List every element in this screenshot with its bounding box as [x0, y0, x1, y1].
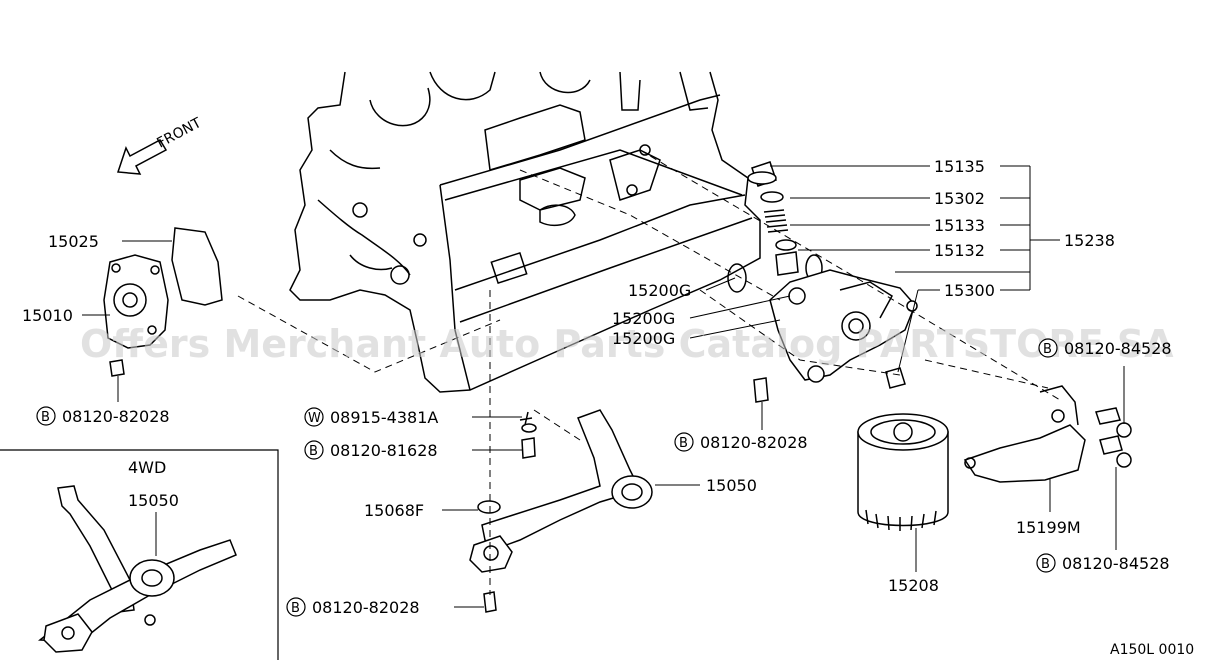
bolt-badge-icon: B	[286, 597, 306, 617]
inset-part-15050: 15050	[128, 491, 179, 510]
oil-filter-bracket	[747, 161, 918, 389]
label-15302: 15302	[934, 189, 985, 208]
svg-text:B: B	[679, 436, 688, 451]
label-15050: 15050	[706, 476, 757, 495]
label-08120-84528-top: 08120-84528	[1064, 339, 1172, 358]
reference-lines	[237, 149, 1061, 595]
front-arrow-icon: FRONT	[116, 115, 204, 175]
leader-lines	[82, 165, 1125, 608]
label-15200g-a: 15200G	[628, 281, 691, 300]
watermark: Offers Merchant Auto Parts Catalog PARTS…	[80, 322, 1174, 366]
bolt-badge-icon: B	[674, 432, 694, 452]
label-15200g-c: 15200G	[612, 329, 675, 348]
inset-title: 4WD	[128, 458, 166, 477]
label-08120-84528-bottom: 08120-84528	[1062, 554, 1170, 573]
svg-text:B: B	[1041, 557, 1050, 572]
bolt-badge-icon: B	[36, 406, 56, 426]
label-15208: 15208	[888, 576, 939, 595]
label-08120-82028-left: 08120-82028	[62, 407, 170, 426]
part-labels: 15135 15302 15133 15132 15238 15300 1520…	[22, 157, 1194, 658]
oil-filter	[857, 413, 949, 531]
bolt-badge-icon: B	[304, 440, 324, 460]
washer-badge-icon: W	[304, 407, 324, 427]
baffle-plate	[963, 385, 1132, 483]
label-15010: 15010	[22, 306, 73, 325]
engine-block	[289, 71, 823, 393]
label-15132: 15132	[934, 241, 985, 260]
svg-text:B: B	[41, 410, 50, 425]
label-15199m: 15199M	[1016, 518, 1081, 537]
oil-pump	[103, 227, 223, 377]
label-08120-81628: 08120-81628	[330, 441, 438, 460]
front-label: FRONT	[154, 115, 204, 152]
svg-text:B: B	[309, 444, 318, 459]
label-15133: 15133	[934, 216, 985, 235]
bolt-badge-icon: B	[1038, 338, 1058, 358]
label-15025: 15025	[48, 232, 99, 251]
badges: B W B B B B B	[36, 338, 1058, 617]
label-15068f: 15068F	[364, 501, 424, 520]
oil-strainer	[469, 377, 769, 613]
inset-4wd: 4WD 15050	[0, 449, 279, 660]
label-08915-4381a: 08915-4381A	[330, 408, 438, 427]
label-08120-82028-bottom: 08120-82028	[312, 598, 420, 617]
label-15300: 15300	[944, 281, 995, 300]
svg-text:B: B	[1043, 342, 1052, 357]
label-15135: 15135	[934, 157, 985, 176]
svg-text:W: W	[308, 411, 321, 426]
svg-text:B: B	[291, 601, 300, 616]
label-15238: 15238	[1064, 231, 1115, 250]
bolt-badge-icon: B	[1036, 553, 1056, 573]
label-08120-82028-mid: 08120-82028	[700, 433, 808, 452]
label-15200g-b: 15200G	[612, 309, 675, 328]
figure-code: A150L 0010	[1110, 642, 1194, 658]
